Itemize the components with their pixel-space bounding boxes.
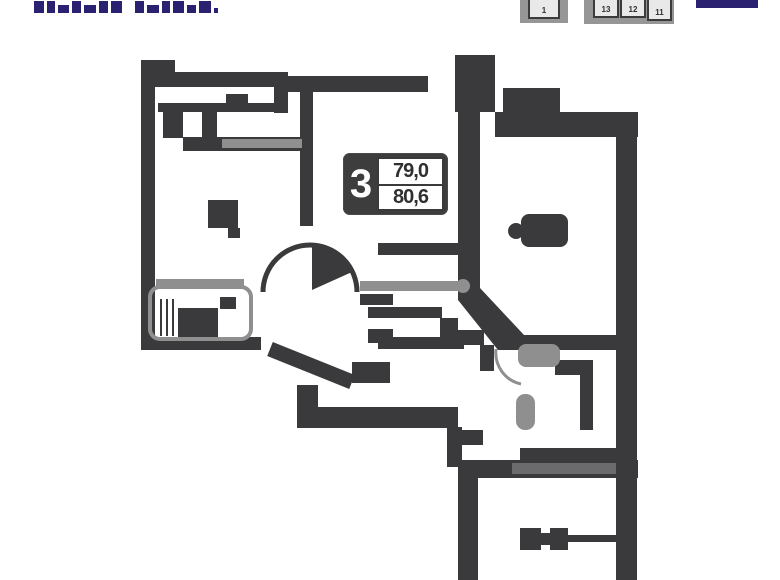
unit-thumbnail-13[interactable]: 13	[593, 0, 619, 18]
flat-areas: 79,0 80,6	[377, 157, 444, 211]
wall-diagonal-lower	[267, 342, 355, 389]
wall-right-room-top	[495, 112, 638, 137]
unit-number: 13	[601, 5, 611, 14]
toilet	[516, 394, 535, 430]
logo-glyph-fragment	[135, 1, 144, 13]
door-leaf-open	[360, 279, 470, 293]
walls	[141, 55, 638, 580]
bathroom-walls	[440, 330, 618, 460]
logo-glyph-fragment	[162, 1, 170, 13]
room-fixture-blob	[508, 214, 568, 247]
sink	[518, 344, 560, 367]
logo-glyph-fragment	[72, 1, 81, 13]
logo-glyph-fragment	[47, 1, 55, 13]
logo-glyph-fragment	[147, 5, 159, 13]
unit-thumbnail-11[interactable]: 11	[647, 0, 672, 21]
door-swing-bathroom	[494, 348, 522, 386]
wall-right-room-left	[458, 112, 480, 295]
door-swing-living-room	[260, 242, 360, 293]
logo-glyph-fragment	[173, 1, 184, 13]
duct-shaft	[503, 88, 560, 112]
bathroom-fixtures	[516, 344, 560, 430]
logo-glyph-fragment	[99, 1, 108, 13]
logo-glyph-fragment	[111, 1, 122, 13]
logo-glyph-fragment	[34, 1, 44, 13]
wall-segment-light	[512, 463, 616, 474]
wall-corridor-bottom	[318, 407, 458, 428]
logo-glyph-fragment	[84, 5, 96, 13]
logo-glyph-fragment	[187, 5, 196, 13]
logo-glyph-fragment	[214, 8, 218, 13]
balcony	[154, 72, 288, 138]
kitchen-unit	[148, 279, 253, 341]
unit-number: 12	[628, 5, 638, 14]
logo-glyph-fragment	[58, 5, 69, 13]
header-right-clipped-element	[696, 0, 758, 8]
wall-diagonal-upper	[458, 288, 524, 350]
window-left-room	[222, 139, 302, 148]
wall-bottom-room-left	[458, 460, 478, 580]
wall-left-outer	[141, 60, 155, 350]
bottom-room-furniture	[520, 528, 617, 550]
closet-stub	[208, 200, 238, 228]
logo-glyph-fragment	[199, 1, 211, 13]
wall-block	[455, 55, 495, 112]
flat-number: 3	[349, 161, 372, 206]
brand-logo-clipped[interactable]	[34, 0, 218, 13]
area-value-top: 79,0	[393, 160, 429, 182]
unit-thumbnail-12[interactable]: 12	[620, 0, 646, 18]
wall-right-outer	[616, 112, 637, 580]
wall-hall-left	[300, 76, 313, 226]
unit-thumbnail-1[interactable]: 1	[528, 0, 560, 19]
floor-strip-right: 13 12 11	[584, 0, 674, 24]
flat-info-label: 3 79,0 80,6	[343, 153, 448, 215]
wall-hall-top	[288, 76, 428, 92]
area-value-bottom: 80,6	[379, 184, 442, 209]
floor-strip-left: 1	[520, 0, 568, 23]
unit-number: 11	[655, 8, 664, 17]
unit-number: 1	[541, 6, 547, 15]
